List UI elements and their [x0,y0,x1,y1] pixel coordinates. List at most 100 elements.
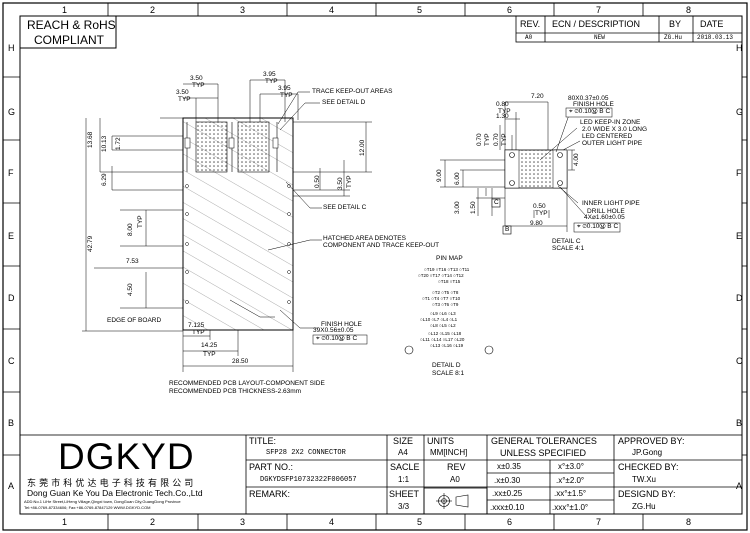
dim-typ-f: TYP [346,175,353,188]
c-label: DETAIL C [552,238,581,245]
note-edge-of-board: EDGE OF BOARD [107,317,162,324]
approved-value: JP.Gong [632,448,663,457]
dim-4279: 42.79 [87,235,94,252]
dim-typ-a: TYP [192,82,205,89]
checked-value: TW.Xu [632,475,657,484]
c-led-1: LED KEEP-IN ZONE [580,119,641,126]
compliance-box [19,15,117,49]
dim-395-a: 3.95 [263,71,276,78]
zone-col-1-bottom: 1 [62,517,68,527]
zone-row-g-right: G [736,107,744,117]
c-dim-980: 9.80 [530,220,543,227]
pin-row-d: ○T2 ○T5 ○T8 [432,290,459,295]
c-fcf-1: ⌖ ⌀0.10Ⓜ B C [569,108,611,115]
dim-753: 7.53 [126,258,139,265]
tolerances-label-1: GENERAL TOLERANCES [491,436,597,446]
note-see-detail-c: SEE DETAIL C [323,204,367,211]
zone-row-c-right: C [736,356,743,366]
zone-row-e-right: E [736,231,743,241]
tol-linear-0: x±0.35 [497,462,521,471]
dim-350-c: 3.50 [337,177,344,190]
tol-angle-1: .x°±2.0° [556,476,585,485]
zone-row-e: E [8,231,15,241]
size-value: A4 [398,448,408,457]
dim-172: 1.72 [115,137,122,150]
dim-typ-g: TYP [192,329,205,336]
c-dim-130: 1.30 [496,113,509,120]
c-dim-typ-d: TYP [535,210,548,217]
checked-label: CHECKED BY: [618,462,679,472]
company-contact: Tel:+86-0769-87334606; Fax:+86-0769-8784… [24,505,151,510]
pin-row-i: ○L8 ○L5 ○L2 [430,323,456,328]
d-scale: SCALE 8:1 [432,370,465,377]
main-fcf-frame [312,334,368,345]
zone-col-4-bottom: 4 [329,517,335,527]
main-board-view [82,79,372,372]
sheet-label: SHEET [389,489,420,499]
dim-typ-h: TYP [203,351,216,358]
zone-col-3: 3 [240,5,246,15]
zone-row-d: D [8,293,15,303]
c-dim-720: 7.20 [531,93,544,100]
note-trace-keepout: TRACE KEEP-OUT AREAS [312,88,393,95]
rev-header: REV. [520,19,541,29]
zone-row-h: H [8,43,15,53]
tol-angle-0: x°±3.0° [558,462,584,471]
pin-row-k: ○L11 ○L14 ○L17 ○L20 [420,337,465,342]
compliance-line-1: REACH & RoHS [27,18,116,32]
zone-col-1: 1 [62,5,68,15]
note-hatched-1: HATCHED AREA DENOTES [323,235,406,242]
note-see-detail-d: SEE DETAIL D [322,99,366,106]
dim-350-b: 3.50 [176,89,189,96]
dim-1013: 10.13 [101,135,108,152]
tol-angle-2: .xx°±1.5° [554,489,587,498]
company-name-cn: 东 莞 市 科 优 达 电 子 科 技 有 限 公 司 [27,478,194,488]
dim-typ-b: TYP [178,96,191,103]
zone-col-3-bottom: 3 [240,517,246,527]
revision-table-lines [515,15,743,43]
pin-row-l: ○L13 ○L16 ○L19 [430,343,464,348]
c-led-2: 2.0 WIDE X 3.0 LONG [582,126,648,133]
dim-1425: 14.25 [201,342,218,349]
zone-row-a-right: A [736,481,743,491]
scale-label: SACLE [390,462,420,472]
c-dim-070-b: 0.70 [493,133,500,146]
date-value: 2018.03.13 [697,34,734,41]
pin-row-j: ○L12 ○L15 ○L18 [428,331,462,336]
dim-050-main: 0.50 [314,175,321,188]
dim-7125: 7.125 [188,322,205,329]
detail-c-view [440,101,621,235]
c-inner-light-pipe: INNER LIGHT PIPE [582,200,640,207]
ecn-value: NEW [594,34,605,41]
datum-b-frame [502,225,512,235]
note-hatched-2: COMPONENT AND TRACE KEEP-OUT [323,242,440,249]
c-led-3: LED CENTERED [582,133,633,140]
company-name-en: Dong Guan Ke You Da Electronic Tech.Co.,… [27,488,203,498]
c-drill-hole-dim: 4X⌀1.60±0.05 [584,214,625,221]
zone-col-4: 4 [329,5,335,15]
sheet-value: 3/3 [398,502,410,511]
zone-col-6-bottom: 6 [507,517,513,527]
zone-row-h-right: H [736,43,743,53]
part-no-value: DGKYDSFP10732322F006057 [260,476,357,484]
pin-map-title: PIN MAP [436,255,463,262]
detail-d-view [404,345,494,355]
zone-col-5-bottom: 5 [417,517,423,527]
c-dim-080: 0.80 [496,101,509,108]
zone-col-7-bottom: 7 [596,517,602,527]
ecn-header: ECN / DESCRIPTION [552,19,641,29]
c-dim-050: 0.50 [533,203,546,210]
dim-1200: 12.00 [359,139,366,156]
note-recommended-2: RECOMMENDED PCB THICKNESS-2.63mm [169,388,302,395]
dim-typ-e: TYP [137,215,144,228]
c-fcf-2: ⌖ ⌀0.10Ⓜ B C [577,223,619,230]
note-finish-hole-dim: 39X0.56±0.05 [313,327,354,334]
c-drill-hole: DRILL HOLE [587,208,625,215]
c-dim-400: 4.00 [573,153,580,166]
c-dim-070-a: 0.70 [476,133,483,146]
pin-row-h: ○L10 ○L7 ○L4 ○L1 [420,317,458,322]
dim-350-a: 3.50 [190,75,203,82]
tol-linear-3: .xxx±0.10 [490,503,525,512]
